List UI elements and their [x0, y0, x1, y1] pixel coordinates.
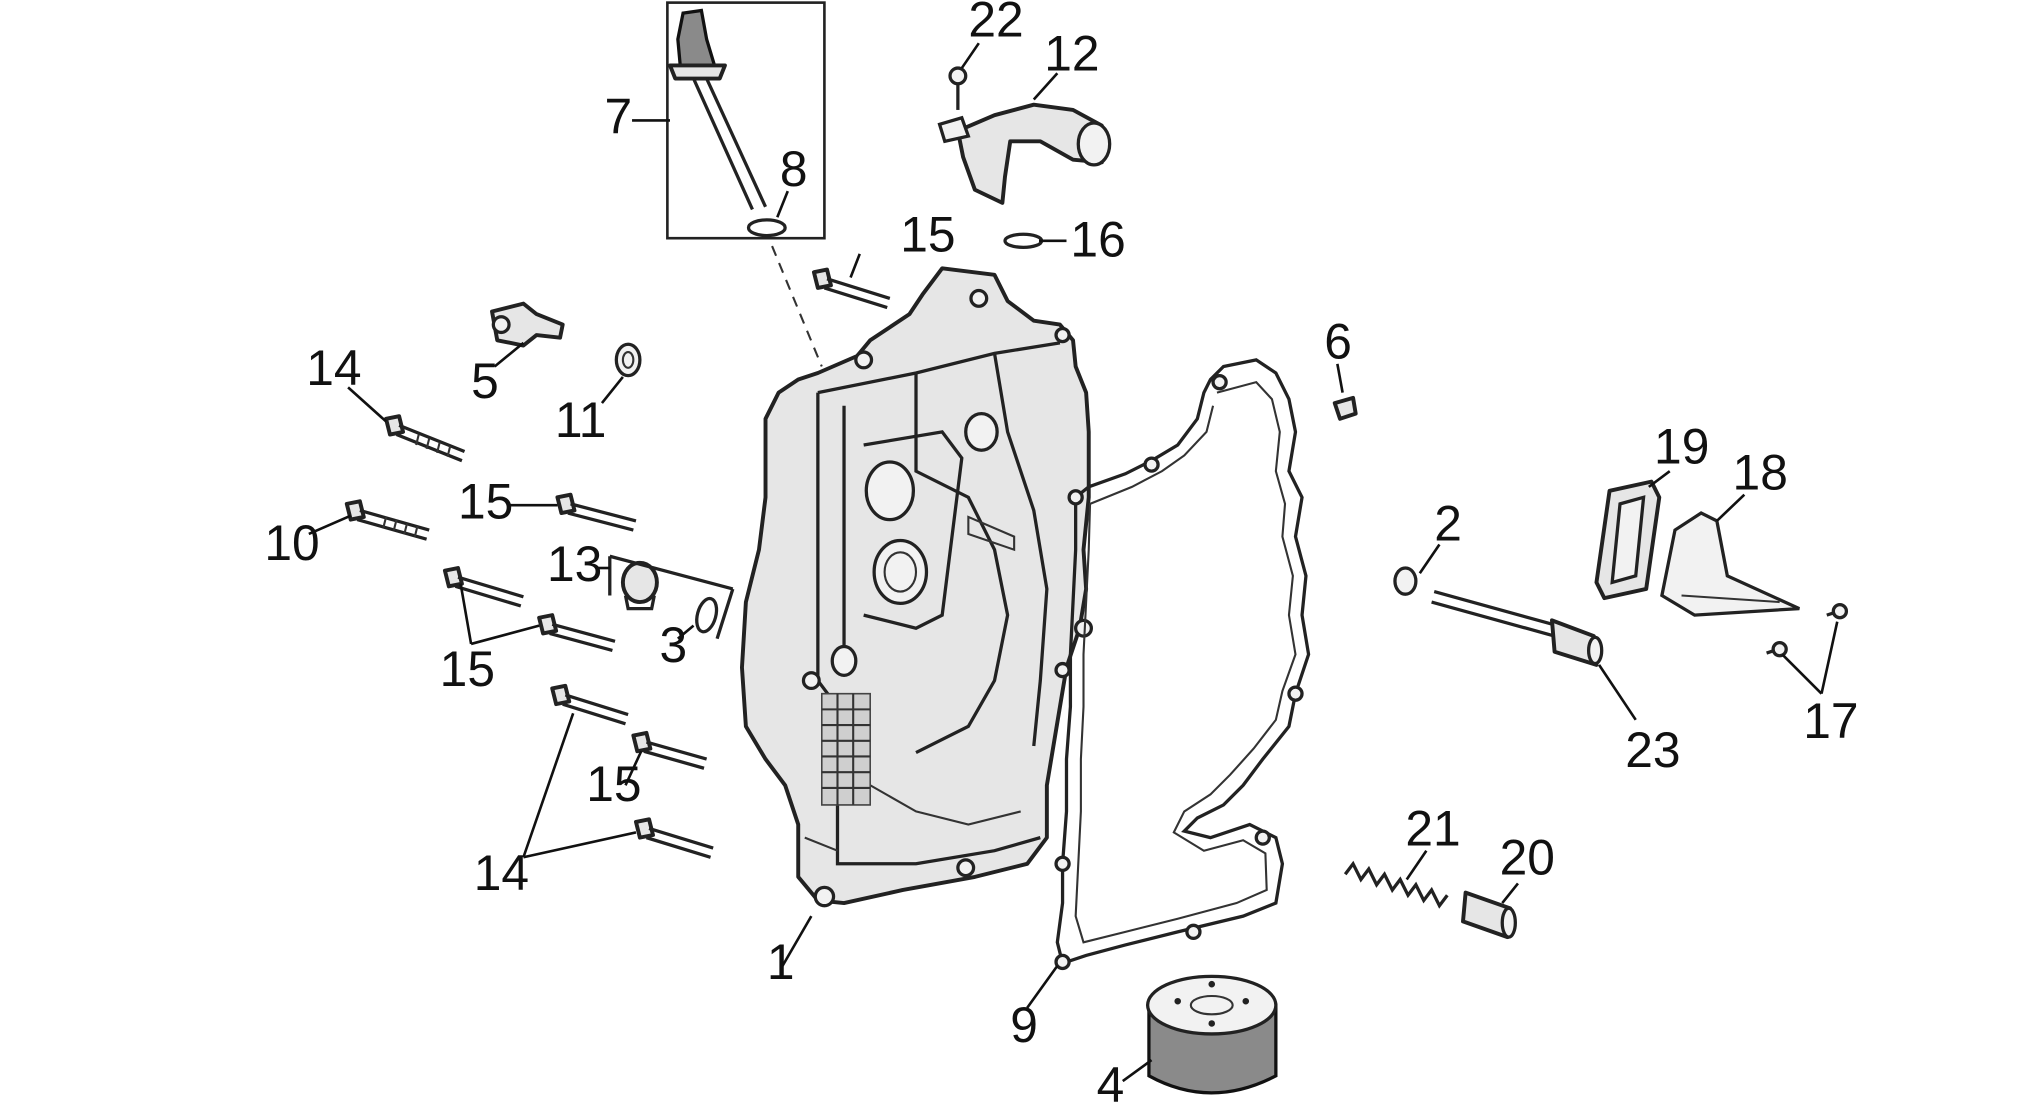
piston-part-20 [1461, 890, 1517, 940]
callout-10: 10 [264, 515, 319, 571]
callout-8: 8 [780, 141, 808, 197]
callout-15-top: 15 [900, 206, 955, 262]
elbow-pipe-part-12 [937, 102, 1112, 205]
callout-19: 19 [1654, 418, 1709, 474]
callout-13: 13 [547, 536, 602, 592]
bolt-part-10 [344, 499, 430, 541]
washer-part-11-hole [621, 351, 635, 369]
callout-15-a: 15 [458, 473, 513, 529]
callout-15-b: 15 [440, 641, 495, 697]
frame-part-19 [1594, 479, 1662, 601]
callout-6: 6 [1324, 314, 1352, 370]
o-ring-part-3 [695, 596, 719, 634]
plate-part-18 [1660, 511, 1800, 617]
callout-16: 16 [1070, 212, 1125, 268]
sensor-part-5 [490, 301, 565, 348]
gasket-part-9 [1054, 358, 1311, 971]
dipstick-part-7 [666, 1, 826, 240]
bolt-part-14-b [550, 683, 629, 726]
shaft-part-23 [1431, 589, 1604, 667]
callout-21: 21 [1405, 800, 1460, 856]
o-ring-part-16 [1003, 232, 1044, 249]
bolt-part-14-top [384, 414, 466, 463]
callout-11: 11 [555, 392, 607, 448]
washer-part-11 [614, 342, 642, 378]
callout-9: 9 [1010, 997, 1038, 1053]
callout-18: 18 [1733, 444, 1788, 500]
dipstick-dashed-guide [771, 245, 823, 367]
oil-filter-part-4 [1145, 974, 1278, 1095]
spring-part-21 [1343, 860, 1449, 909]
bolt-part-14-c [634, 817, 714, 859]
callout-14-top: 14 [306, 340, 361, 396]
screws-part-17 [1766, 603, 1849, 658]
callout-4: 4 [1097, 1057, 1125, 1102]
bolt-part-15-d [631, 730, 708, 770]
callout-14-bottom: 14 [474, 845, 529, 901]
crankcase-cover-part-1 [740, 266, 1093, 908]
screw-part-22 [948, 66, 968, 110]
leader-lines [308, 42, 1839, 1083]
callout-3: 3 [660, 617, 688, 673]
callout-15-d: 15 [586, 756, 641, 812]
callout-1: 1 [767, 934, 795, 990]
callout-17: 17 [1803, 693, 1858, 749]
bolt-part-15-a [555, 492, 637, 532]
callout-5: 5 [471, 353, 499, 409]
bolt-part-15-b [442, 566, 524, 608]
bolt-part-15-top [811, 267, 891, 310]
callout-20: 20 [1500, 829, 1555, 885]
callout-labels: 1 2 3 4 5 6 7 8 9 10 11 12 13 14 14 15 1… [264, 0, 1858, 1102]
callout-12: 12 [1044, 26, 1099, 82]
callout-22: 22 [968, 0, 1023, 48]
bolt-part-15-c [537, 613, 616, 653]
bracket-parts-13-3 [608, 554, 735, 640]
washer-part-2 [1393, 566, 1418, 596]
callout-7: 7 [605, 88, 633, 144]
callout-2: 2 [1434, 496, 1462, 552]
callout-23: 23 [1625, 722, 1680, 778]
plug-part-6 [1332, 395, 1358, 421]
plug-part-13 [620, 560, 659, 611]
